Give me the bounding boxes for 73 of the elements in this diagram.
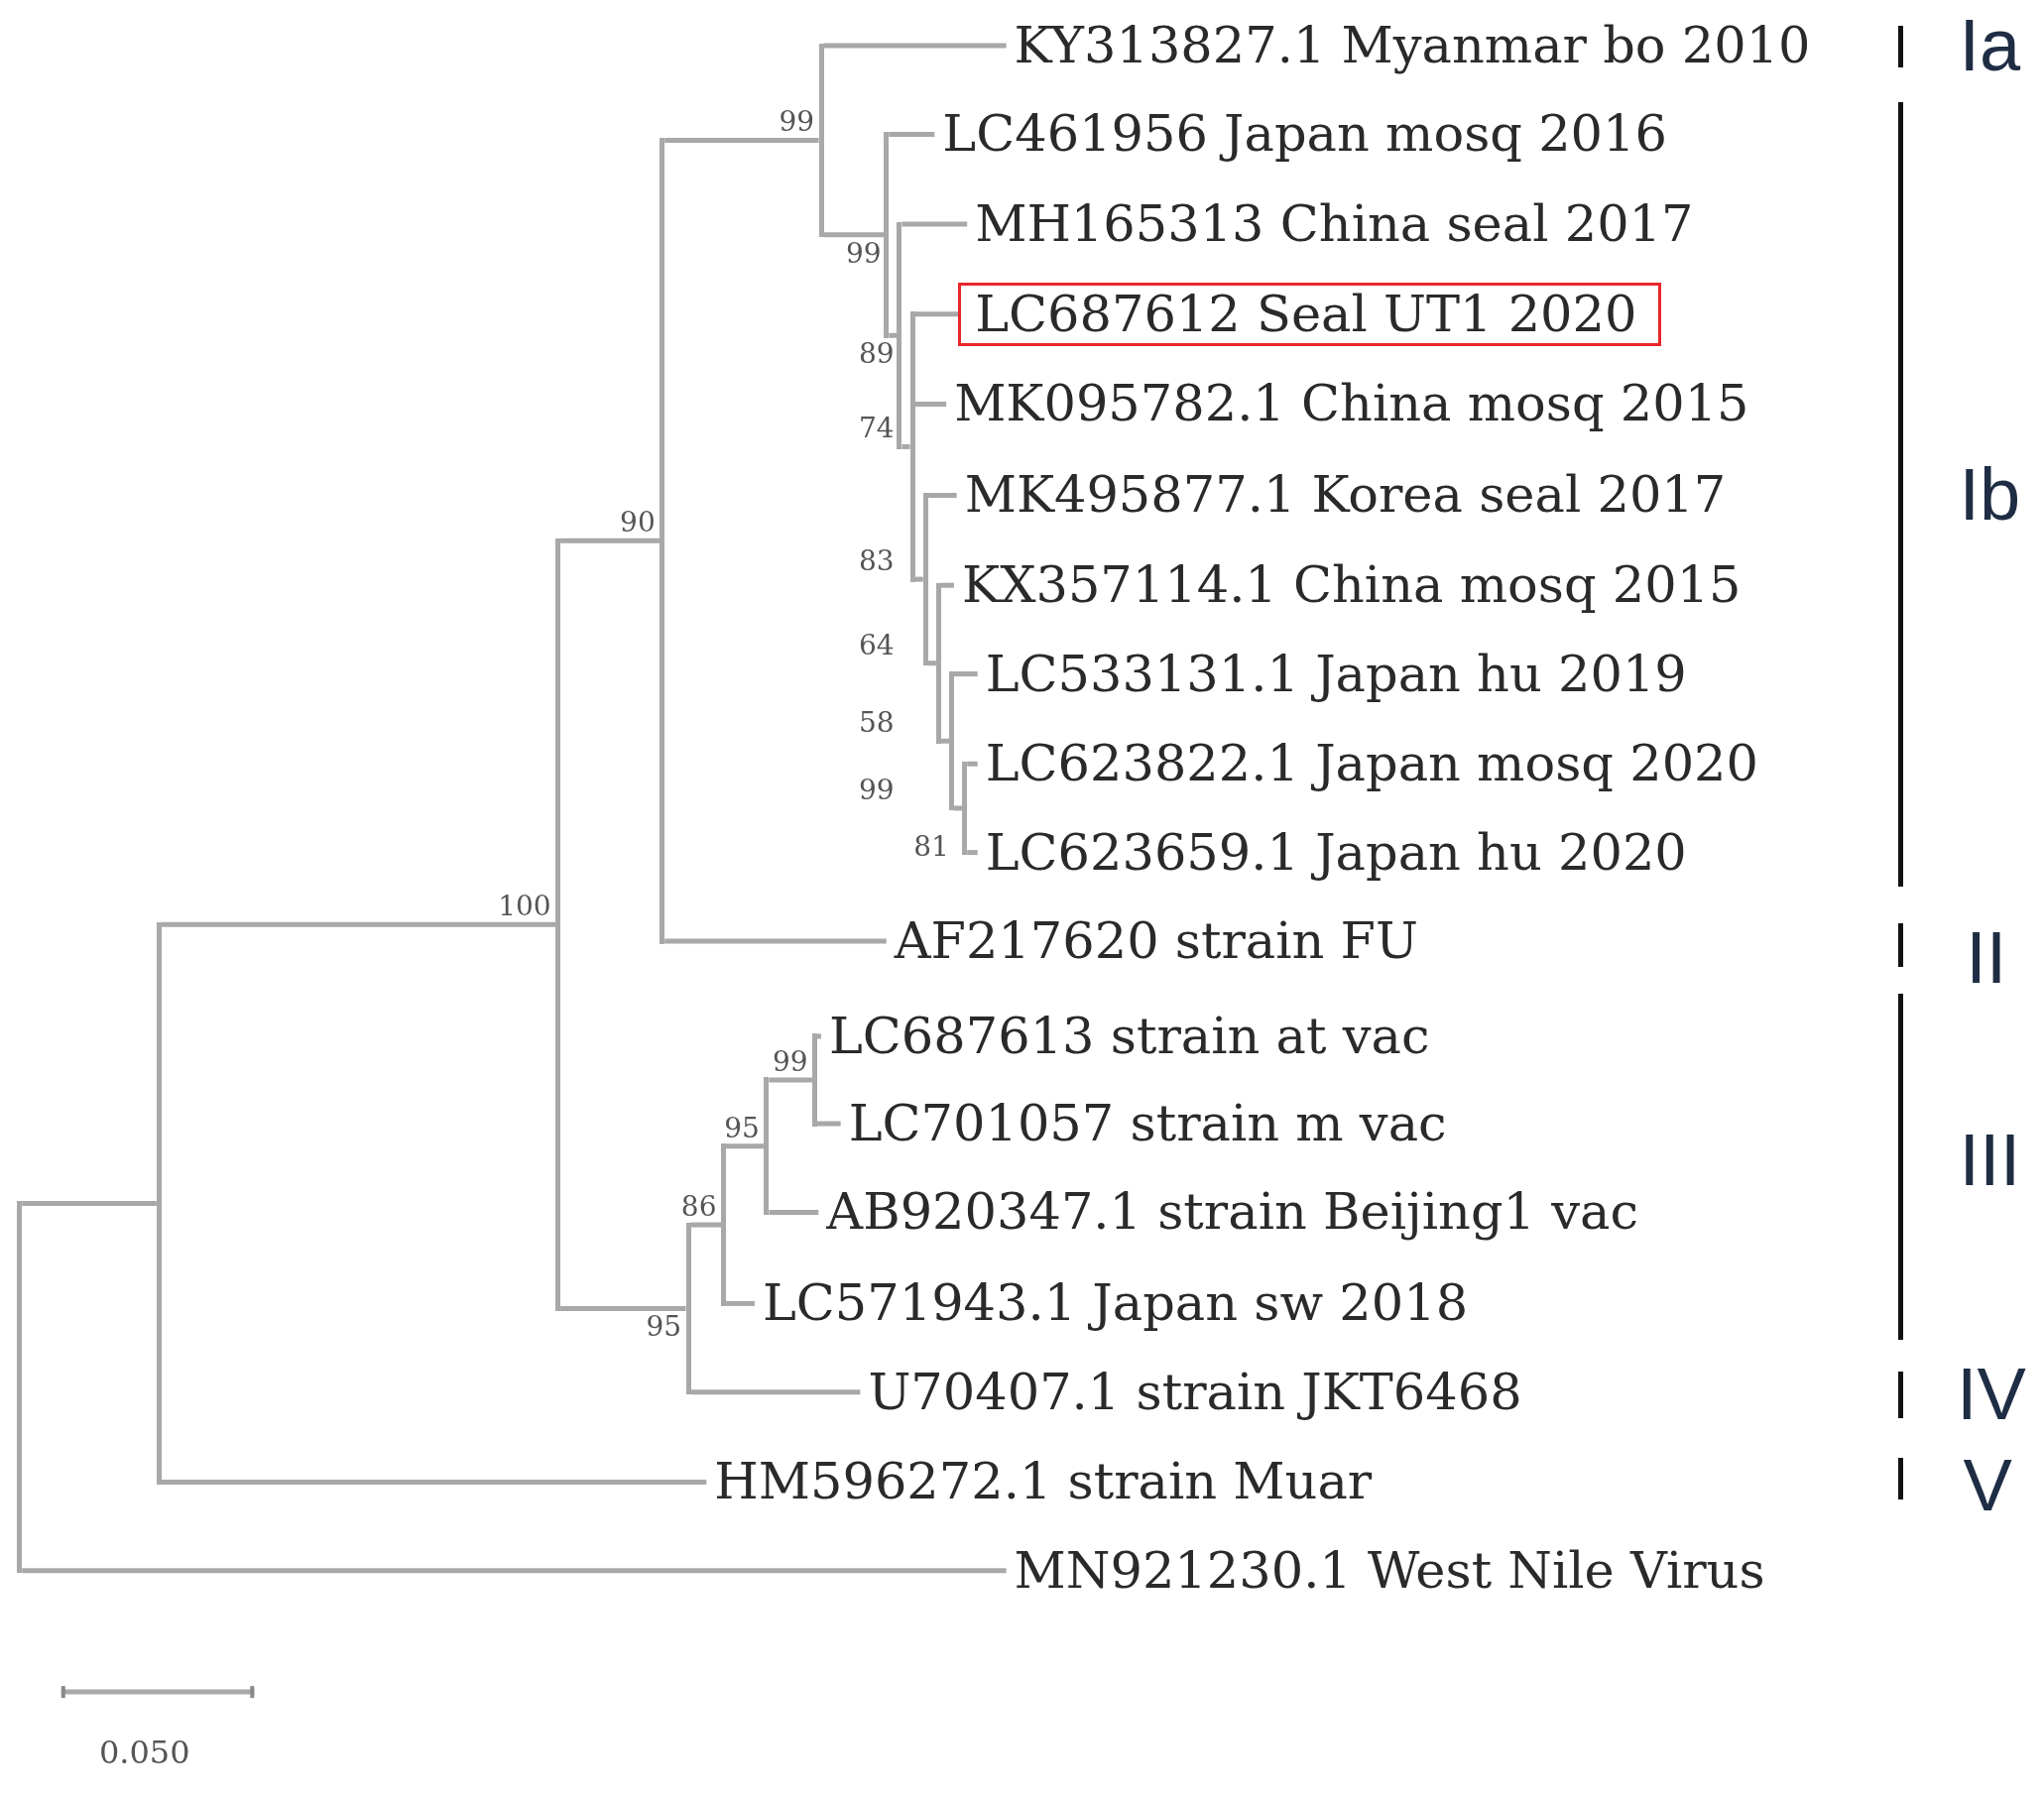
taxon-label: AF217620 strain FU	[886, 909, 1424, 973]
clade-label: Ia	[1959, 6, 2021, 85]
branch-line	[823, 43, 1007, 49]
bootstrap-value: 74	[859, 414, 895, 444]
branch-line	[954, 671, 978, 677]
taxon-label: LC623822.1 Japan mosq 2020	[977, 732, 1764, 796]
taxon-label: HM596272.1 strain Muar	[706, 1450, 1379, 1514]
branch-line	[902, 221, 968, 227]
branch-line	[967, 761, 978, 767]
taxon-label: MK095782.1 China mosq 2015	[946, 372, 1755, 436]
branch-line	[664, 938, 887, 944]
taxon-label: LC623659.1 Japan hu 2020	[977, 820, 1693, 885]
taxon-label: KX357114.1 China mosq 2015	[954, 553, 1747, 618]
bootstrap-value: 81	[913, 832, 949, 863]
branch-line	[817, 1121, 841, 1127]
clade-label: Ib	[1959, 455, 2021, 536]
branch-line	[823, 232, 885, 238]
bootstrap-value: 95	[646, 1312, 681, 1343]
bootstrap-value: 83	[859, 546, 895, 577]
taxon-label: MK495877.1 Korea seal 2017	[956, 463, 1733, 528]
branch-line	[769, 1209, 819, 1215]
branch-line	[889, 332, 898, 338]
branch-line	[560, 538, 661, 543]
branch-line	[726, 1300, 755, 1306]
branch-line	[914, 576, 923, 582]
clade-label: IV	[1956, 1355, 2026, 1435]
clade-label: III	[1959, 1120, 2021, 1200]
taxon-label: LC687613 strain at vac	[820, 1004, 1436, 1068]
branch-line	[967, 850, 978, 856]
branch-line	[927, 660, 936, 666]
branch-line	[927, 493, 957, 498]
bootstrap-value: 86	[680, 1192, 717, 1223]
bootstrap-value: 90	[620, 508, 656, 539]
branch-line	[940, 738, 949, 744]
branch-line	[664, 137, 819, 143]
taxon-label: LC461956 Japan mosq 2016	[934, 102, 1673, 167]
branch-line	[726, 1143, 765, 1149]
branch-line	[161, 921, 556, 927]
bootstrap-value: 99	[845, 238, 882, 269]
bootstrap-value: 99	[859, 775, 895, 805]
bootstrap-value: 99	[779, 107, 815, 138]
branch-line	[889, 131, 935, 137]
taxon-label: MN921230.1 West Nile Virus	[1006, 1538, 1771, 1603]
branch-line	[690, 1389, 861, 1395]
taxon-label: KY313827.1 Myanmar bo 2010	[1006, 14, 1817, 77]
bootstrap-value: 89	[859, 339, 895, 370]
taxon-label: MH165313 China seal 2017	[967, 192, 1700, 257]
bootstrap-value: 95	[724, 1113, 760, 1143]
branch-line	[690, 1222, 721, 1228]
clade-label: II	[1966, 918, 2007, 999]
taxon-label: LC701057 strain m vac	[840, 1092, 1453, 1155]
branch-line	[769, 1077, 812, 1083]
clade-label: V	[1963, 1446, 2012, 1526]
branch-line	[914, 311, 959, 317]
taxon-label: LC533131.1 Japan hu 2019	[977, 642, 1693, 706]
taxon-label: AB920347.1 strain Beijing1 vac	[818, 1180, 1645, 1245]
branch-line	[902, 443, 910, 449]
taxon-label: U70407.1 strain JKT6468	[860, 1360, 1528, 1424]
branch-line	[914, 401, 947, 407]
bootstrap-value: 58	[859, 708, 895, 739]
bootstrap-value: 64	[859, 630, 895, 660]
branch-line	[940, 582, 955, 588]
branch-line	[22, 1200, 157, 1206]
scale-label: 0.050	[98, 1737, 190, 1767]
bootstrap-value: 100	[498, 892, 551, 922]
branch-line	[817, 1033, 821, 1039]
taxon-label: LC571943.1 Japan sw 2018	[754, 1271, 1475, 1336]
branch-line	[954, 805, 963, 811]
bootstrap-value: 99	[772, 1047, 808, 1077]
branch-line	[161, 1480, 707, 1485]
branch-line	[22, 1568, 1007, 1574]
highlighted-taxon-label: LC687612 Seal UT1 2020	[958, 282, 1662, 346]
branch-line	[560, 1305, 686, 1311]
